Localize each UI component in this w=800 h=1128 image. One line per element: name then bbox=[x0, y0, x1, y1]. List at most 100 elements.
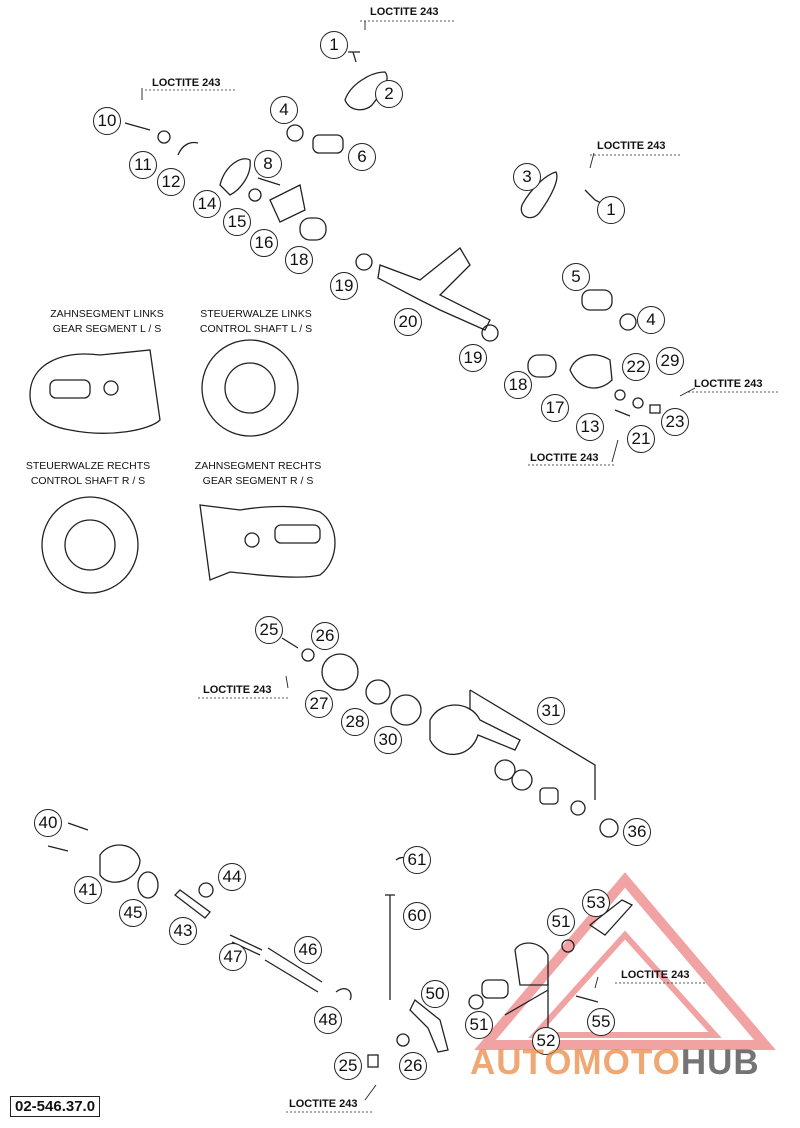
loctite-label-bottom-right: LOCTITE 243 bbox=[621, 969, 690, 981]
callout-41: 41 bbox=[74, 876, 102, 904]
callout-25-bottom: 25 bbox=[334, 1052, 362, 1080]
callout-43: 43 bbox=[169, 917, 197, 945]
part-bearing-30 bbox=[390, 694, 422, 726]
part-clip-48 bbox=[335, 988, 352, 1001]
caption-control-shaft-right-en: CONTROL SHAFT R / S bbox=[30, 475, 146, 487]
gear-segment-left-drawing bbox=[29, 349, 161, 434]
callout-26-bottom: 26 bbox=[399, 1052, 427, 1080]
callout-36: 36 bbox=[623, 818, 651, 846]
callout-52: 52 bbox=[532, 1027, 560, 1055]
part-housing-41 bbox=[99, 844, 141, 883]
callout-40: 40 bbox=[34, 809, 62, 837]
callout-17: 17 bbox=[541, 394, 569, 422]
callout-20: 20 bbox=[394, 308, 422, 336]
caption-gear-segment-right: ZAHNSEGMENT RECHTS GEAR SEGMENT R / S bbox=[178, 459, 338, 489]
callout-45: 45 bbox=[119, 899, 147, 927]
callout-25-mid: 25 bbox=[255, 616, 283, 644]
document-number: 02-546.37.0 bbox=[10, 1096, 101, 1117]
watermark-hub: HUB bbox=[680, 1043, 760, 1082]
callout-50: 50 bbox=[421, 980, 449, 1008]
callout-31: 31 bbox=[537, 697, 565, 725]
callout-15: 15 bbox=[223, 208, 251, 236]
part-oring-4-right bbox=[619, 313, 637, 331]
callout-3: 3 bbox=[513, 163, 541, 191]
callout-11: 11 bbox=[129, 151, 157, 179]
watermark-triangle bbox=[474, 872, 776, 1050]
loctite-label-mid-right: LOCTITE 243 bbox=[530, 452, 599, 464]
callout-30: 30 bbox=[374, 726, 402, 754]
callout-14: 14 bbox=[193, 190, 221, 218]
part-washer-26-mid bbox=[301, 648, 315, 662]
part-lever-53 bbox=[588, 899, 634, 936]
loctite-label-upper-left: LOCTITE 243 bbox=[152, 77, 221, 89]
caption-control-shaft-left-en: CONTROL SHAFT L / S bbox=[199, 323, 313, 335]
part-screws-40 bbox=[47, 822, 89, 852]
part-screw-10 bbox=[124, 122, 151, 131]
caption-gear-segment-left-de: ZAHNSEGMENT LINKS bbox=[50, 308, 164, 320]
part-oring-44 bbox=[198, 882, 214, 898]
callout-1-right: 1 bbox=[597, 196, 625, 224]
part-oring-45 bbox=[137, 871, 159, 899]
loctite-label-right: LOCTITE 243 bbox=[694, 378, 763, 390]
callout-23: 23 bbox=[661, 408, 689, 436]
callout-51-right: 51 bbox=[547, 908, 575, 936]
part-lever-17 bbox=[569, 354, 613, 389]
part-lever-50 bbox=[409, 998, 449, 1053]
callout-12: 12 bbox=[157, 168, 185, 196]
part-washer-51-left bbox=[468, 994, 484, 1010]
part-shaft-31 bbox=[429, 704, 521, 756]
part-control-shaft-20 bbox=[377, 247, 491, 331]
part-washer-22 bbox=[614, 389, 626, 401]
loctite-label-top: LOCTITE 243 bbox=[370, 6, 439, 18]
callout-53: 53 bbox=[582, 889, 610, 917]
part-rod-60 bbox=[385, 894, 395, 1000]
caption-control-shaft-right: STEUERWALZE RECHTS CONTROL SHAFT R / S bbox=[8, 459, 168, 489]
callout-27: 27 bbox=[305, 690, 333, 718]
callout-47: 47 bbox=[219, 943, 247, 971]
callout-8: 8 bbox=[254, 150, 282, 178]
callout-60: 60 bbox=[403, 902, 431, 930]
part-spring-46 bbox=[264, 947, 323, 993]
part-washer-29 bbox=[632, 397, 644, 409]
loctite-label-upper-right: LOCTITE 243 bbox=[597, 140, 666, 152]
part-screw-55 bbox=[575, 995, 599, 1003]
caption-control-shaft-right-de: STEUERWALZE RECHTS bbox=[25, 460, 151, 472]
caption-gear-segment-right-en: GEAR SEGMENT R / S bbox=[202, 475, 314, 487]
callout-28: 28 bbox=[341, 708, 369, 736]
part-bushing-5 bbox=[581, 289, 613, 311]
part-lever-14 bbox=[219, 158, 251, 196]
part-pin-8 bbox=[257, 177, 281, 186]
part-spring-12 bbox=[177, 141, 199, 156]
part-washer-51-right bbox=[561, 939, 575, 953]
gear-segment-right-drawing bbox=[199, 504, 336, 581]
caption-control-shaft-left-de: STEUERWALZE LINKS bbox=[200, 308, 312, 320]
callout-22: 22 bbox=[622, 353, 650, 381]
callout-13: 13 bbox=[576, 413, 604, 441]
part-oring-4-top bbox=[286, 124, 304, 142]
part-bushing-6 bbox=[312, 134, 344, 154]
callout-2: 2 bbox=[375, 80, 403, 108]
callout-16: 16 bbox=[250, 229, 278, 257]
callout-29: 29 bbox=[656, 347, 684, 375]
callout-1-top: 1 bbox=[320, 31, 348, 59]
part-gear-segment-16 bbox=[269, 184, 306, 223]
part-screw-25-mid bbox=[281, 637, 299, 649]
callout-21: 21 bbox=[627, 425, 655, 453]
part-bushing-18-right bbox=[527, 354, 557, 378]
part-nut-11 bbox=[157, 130, 171, 144]
callout-6: 6 bbox=[348, 143, 376, 171]
callout-46: 46 bbox=[294, 936, 322, 964]
bracket-31 bbox=[469, 689, 596, 800]
part-screw-23 bbox=[649, 404, 661, 414]
callout-19-mid: 19 bbox=[459, 344, 487, 372]
control-shaft-left-drawing bbox=[224, 362, 276, 414]
loctite-label-mid: LOCTITE 243 bbox=[203, 684, 272, 696]
part-washer-15 bbox=[248, 188, 262, 202]
part-screw-21 bbox=[614, 409, 631, 417]
part-oring-19-mid bbox=[481, 324, 499, 342]
caption-gear-segment-right-de: ZAHNSEGMENT RECHTS bbox=[194, 460, 322, 472]
callout-18-top: 18 bbox=[285, 246, 313, 274]
part-washer-26-bottom bbox=[396, 1033, 410, 1047]
part-gear-27 bbox=[321, 653, 359, 691]
